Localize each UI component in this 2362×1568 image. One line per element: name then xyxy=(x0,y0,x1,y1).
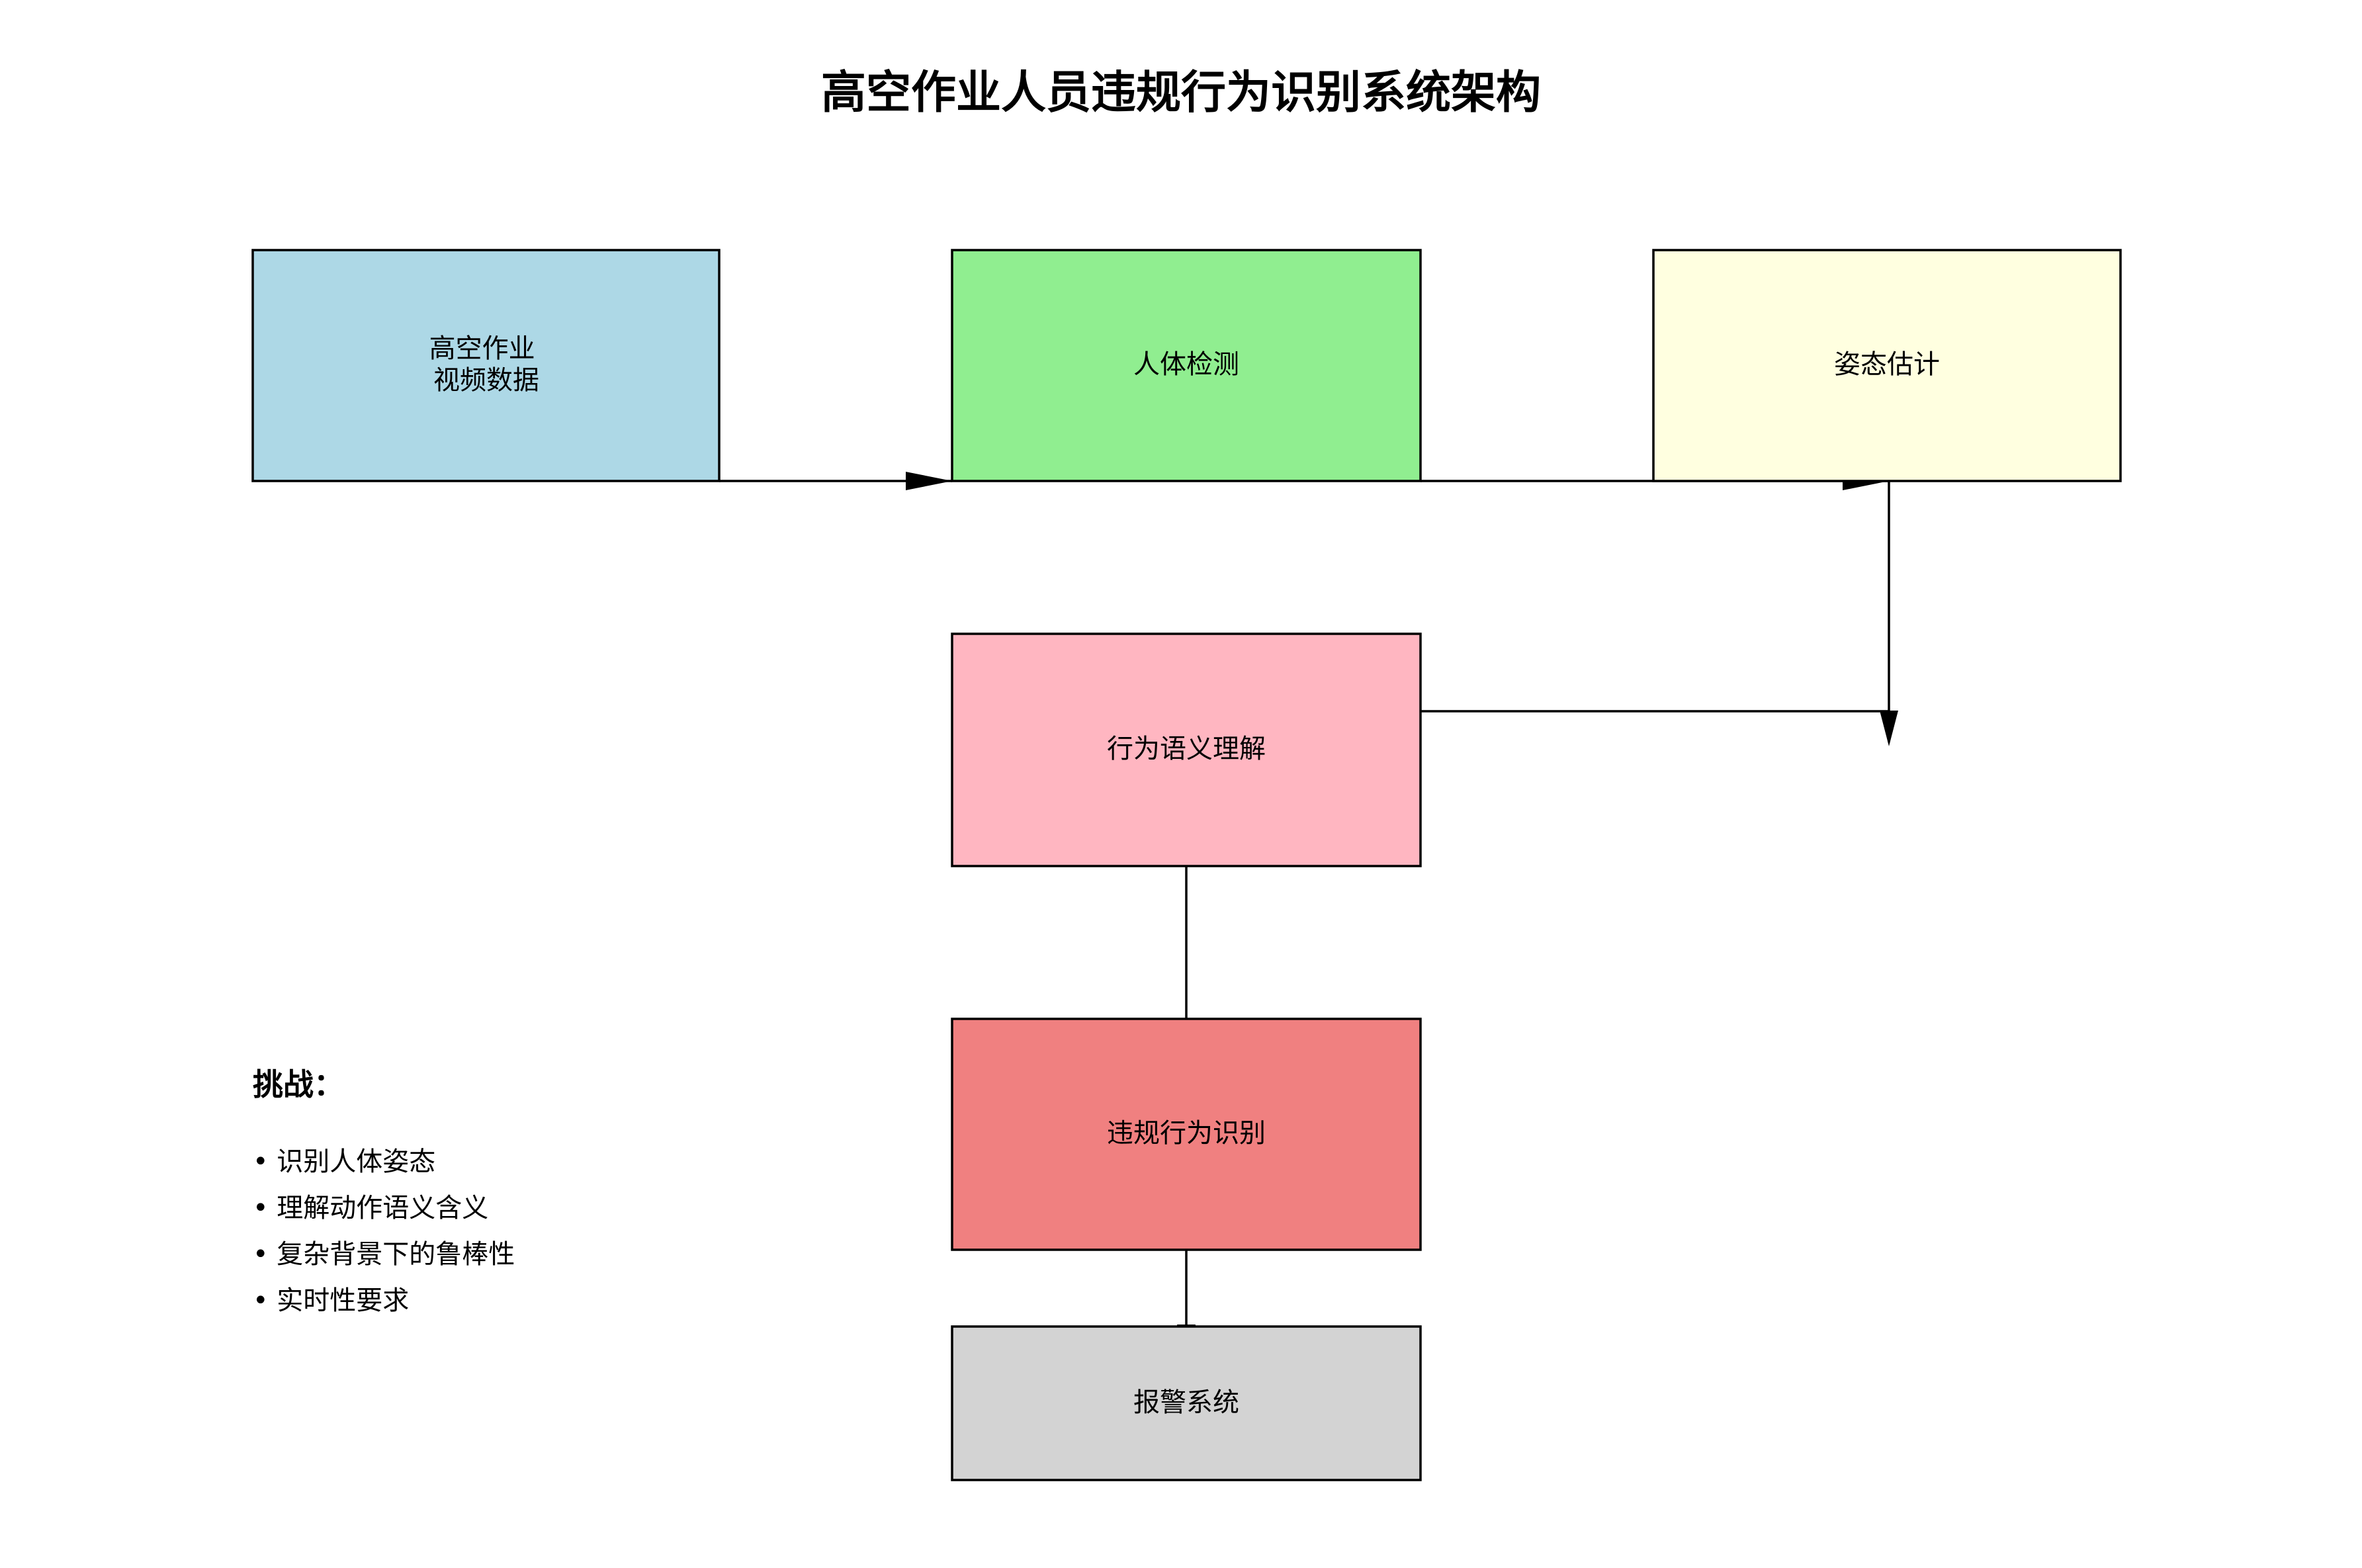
node-alarm-system: 报警系统 xyxy=(951,1325,1422,1481)
diagram-title: 高空作业人员违规行为识别系统架构 xyxy=(821,67,1541,119)
node-video-data-label: 高空作业 视频数据 xyxy=(429,333,544,396)
node-video-data-box xyxy=(251,249,721,482)
node-behavior-semantics-label: 行为语义理解 xyxy=(1107,734,1266,764)
challenge-item: • 复杂背景下的鲁棒性 xyxy=(253,1239,515,1270)
node-pose-estimation-label: 姿态估计 xyxy=(1834,349,1940,380)
node-alarm-system-box xyxy=(951,1325,1422,1481)
node-human-detection: 人体检测 xyxy=(951,249,1422,482)
challenge-item: • 实时性要求 xyxy=(253,1285,409,1316)
node-alarm-system-label: 报警系统 xyxy=(1133,1387,1239,1418)
challenges-panel: 挑战： • 识别人体姿态 • 理解动作语义含义 • 复杂背景下的鲁棒性 • 实时… xyxy=(253,1067,515,1316)
node-behavior-semantics-box xyxy=(951,632,1422,867)
challenge-item: • 理解动作语义含义 xyxy=(253,1193,488,1223)
node-violation-recognition: 违规行为识别 xyxy=(951,1018,1422,1251)
node-human-detection-label: 人体检测 xyxy=(1133,349,1239,380)
node-video-data-line-2: 视频数据 xyxy=(433,365,539,396)
node-pose-estimation: 姿态估计 xyxy=(1652,249,2122,482)
node-violation-recognition-box xyxy=(951,1018,1422,1251)
node-behavior-semantics: 行为语义理解 xyxy=(951,632,1422,867)
node-video-data-line-1: 高空作业 xyxy=(429,333,535,364)
node-violation-recognition-label: 违规行为识别 xyxy=(1107,1118,1266,1149)
node-human-detection-box xyxy=(951,249,1422,482)
arrowhead-pose-down xyxy=(1880,711,1898,746)
arrowhead-video-to-detection xyxy=(906,472,952,490)
challenge-item: • 识别人体姿态 xyxy=(253,1147,435,1177)
node-pose-estimation-box xyxy=(1652,249,2122,482)
challenges-title: 挑战： xyxy=(253,1067,344,1102)
node-video-data: 高空作业 视频数据 xyxy=(251,249,721,482)
